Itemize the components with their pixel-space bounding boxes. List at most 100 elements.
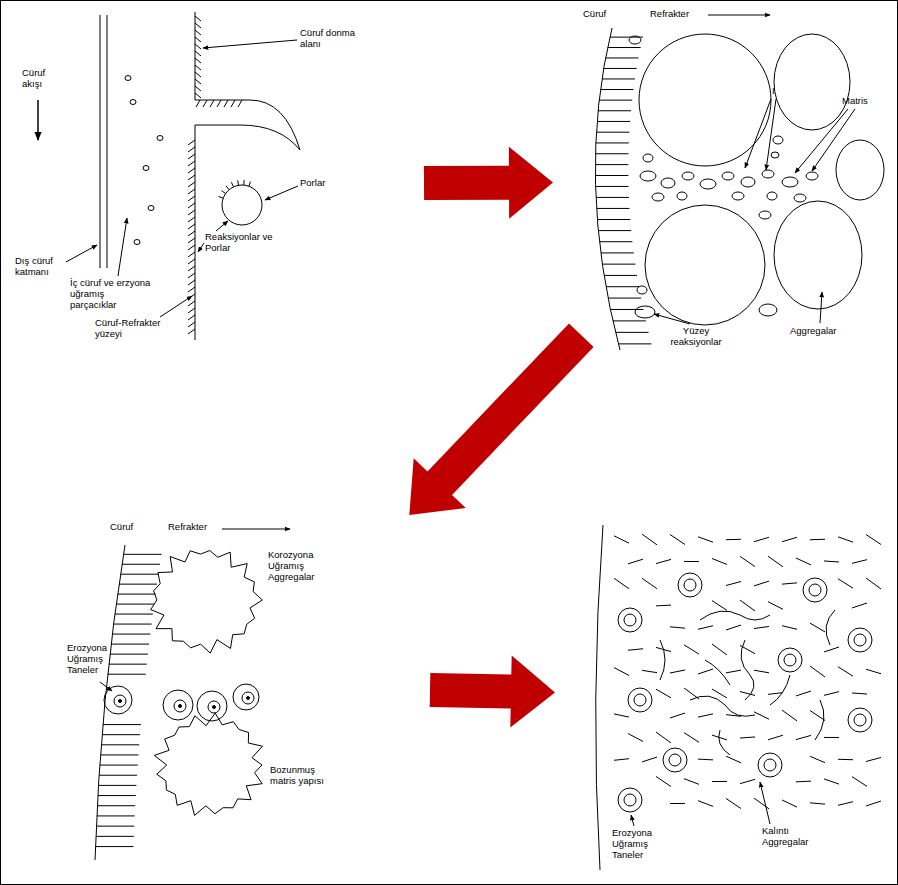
wall-hatch bbox=[188, 301, 195, 306]
slag-streak bbox=[642, 578, 657, 588]
grain-core bbox=[764, 759, 776, 771]
grain-core bbox=[624, 614, 636, 626]
slag-streak bbox=[116, 604, 154, 605]
pore-hatch bbox=[226, 186, 229, 190]
wall-hatch bbox=[188, 147, 195, 152]
slag-streak bbox=[712, 559, 727, 565]
stage-panel: CürufRefrakterKorozyona Uğramış Aggregal… bbox=[65, 515, 420, 875]
matrix-grain bbox=[762, 170, 774, 178]
slag-streak bbox=[698, 537, 713, 542]
slag-streak bbox=[115, 614, 153, 615]
wall-hatch bbox=[188, 315, 195, 320]
residual-aggregate bbox=[719, 730, 730, 755]
slag-streak bbox=[670, 803, 685, 804]
refractory-wall bbox=[222, 185, 262, 225]
slag-streak bbox=[595, 175, 628, 176]
slag-streak bbox=[596, 197, 629, 198]
slag-streak bbox=[838, 579, 853, 588]
slag-streak bbox=[595, 164, 628, 165]
slag-streak bbox=[596, 186, 629, 187]
slag-streak bbox=[866, 757, 881, 761]
slag-boundary bbox=[95, 545, 125, 860]
slag-streak bbox=[754, 798, 769, 809]
slag-streak bbox=[100, 765, 138, 766]
stage-label: Cüruf akışı bbox=[22, 68, 67, 90]
slag-streak bbox=[698, 759, 713, 761]
slag-streak bbox=[726, 715, 741, 717]
wall-hatch bbox=[188, 287, 195, 292]
slag-streak bbox=[656, 559, 671, 563]
slag-streak bbox=[740, 556, 755, 566]
leader-line bbox=[631, 815, 634, 826]
aggregate bbox=[645, 205, 765, 325]
slag-streak bbox=[782, 710, 797, 721]
leader-line bbox=[766, 99, 776, 170]
slag-streak bbox=[628, 649, 643, 651]
stage-label: İç cüruf ve erzyona uğramış parçacıklar bbox=[70, 278, 152, 311]
wall-hatch bbox=[188, 161, 195, 166]
wall-hatch bbox=[188, 210, 195, 215]
slag-streak bbox=[852, 693, 867, 694]
slag-streak bbox=[796, 781, 811, 783]
slag-streak bbox=[98, 795, 136, 796]
slag-layer bbox=[125, 76, 131, 81]
wall-hatch bbox=[203, 100, 207, 107]
slag-streak bbox=[99, 775, 137, 776]
leader-line bbox=[100, 682, 112, 691]
slag-streak bbox=[684, 688, 699, 699]
stage-label: Porlar bbox=[300, 178, 350, 189]
slag-streak bbox=[796, 558, 811, 565]
slag-streak bbox=[608, 47, 641, 48]
residual-aggregate bbox=[690, 696, 755, 716]
slag-streak bbox=[712, 781, 727, 782]
eroded-grain bbox=[628, 688, 652, 712]
leader-line bbox=[118, 218, 127, 276]
slag-streak bbox=[768, 602, 783, 610]
eroded-grain bbox=[678, 573, 702, 597]
slag-layer bbox=[134, 240, 140, 245]
slag-streak bbox=[684, 779, 699, 785]
slag-streak bbox=[698, 714, 713, 717]
slag-streak bbox=[866, 535, 881, 545]
slag-streak bbox=[684, 733, 699, 743]
corroded-aggregate bbox=[151, 551, 263, 654]
residual-aggregate bbox=[596, 525, 835, 870]
wall-hatch bbox=[195, 79, 201, 84]
wall-hatch bbox=[188, 182, 195, 187]
slag-streak bbox=[98, 785, 136, 786]
matrix-grain bbox=[629, 36, 818, 318]
refractory-wall bbox=[195, 125, 300, 340]
slag-streak bbox=[796, 735, 811, 739]
slag-streak bbox=[120, 574, 158, 575]
matrix-grain bbox=[732, 192, 744, 200]
slag-streak bbox=[698, 801, 713, 807]
wall-hatch bbox=[188, 189, 195, 194]
wall-hatch bbox=[188, 231, 195, 236]
slag-streak bbox=[628, 559, 643, 564]
stage-panel: Erozyona Uğramış TanelerKalıntı Aggregal… bbox=[590, 520, 890, 875]
matrix-grain bbox=[771, 152, 779, 158]
wall-hatch bbox=[188, 154, 195, 159]
wall-hatch bbox=[195, 93, 201, 98]
matrix-grain bbox=[741, 177, 755, 187]
matrix-grain bbox=[661, 178, 675, 188]
grain-core bbox=[634, 694, 646, 706]
slag-streak bbox=[726, 670, 741, 673]
wall-hatch bbox=[224, 100, 228, 107]
eroded-grain bbox=[618, 788, 642, 812]
wall-hatch bbox=[210, 100, 214, 107]
leader-line bbox=[203, 40, 297, 48]
grain-core bbox=[242, 692, 254, 704]
leader-line bbox=[820, 292, 822, 323]
slag-streak bbox=[782, 537, 797, 541]
slag-streak bbox=[726, 539, 741, 540]
leader-line bbox=[198, 243, 204, 252]
stage-panel: Cüruf akışıDış cüruf katmanıİç cüruf ve … bbox=[8, 8, 372, 358]
slag-streak bbox=[606, 286, 639, 287]
wall-hatch bbox=[195, 44, 201, 49]
slag-layer bbox=[37, 100, 39, 140]
slag-streak bbox=[100, 754, 138, 755]
slag-streak bbox=[810, 623, 825, 632]
slag-streak bbox=[782, 626, 797, 630]
matrix-grain bbox=[759, 211, 771, 219]
